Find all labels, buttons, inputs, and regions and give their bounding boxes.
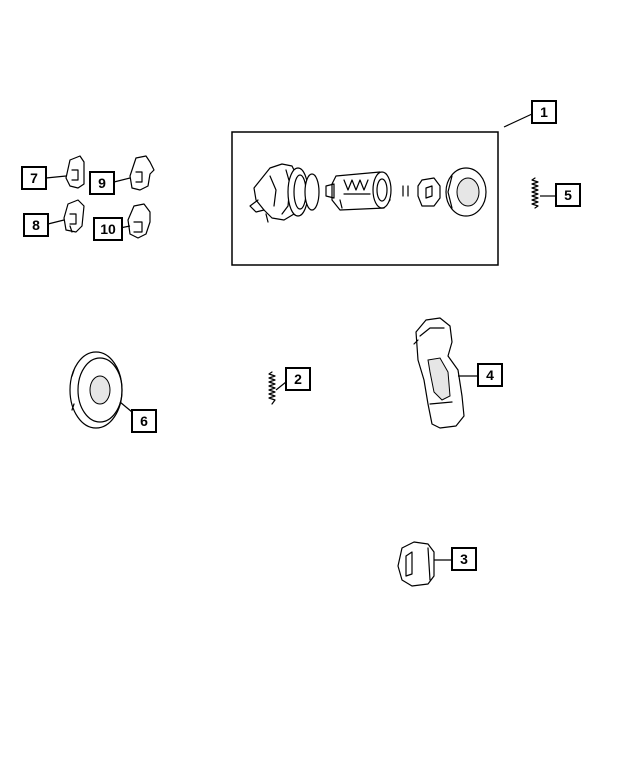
- tumbler-springs: [402, 185, 409, 197]
- callout-9-leader: [113, 177, 131, 183]
- callout-4-label: 4: [486, 367, 494, 383]
- callout-3-box: [451, 547, 477, 571]
- callout-1-label: 1: [540, 104, 548, 120]
- spring-part-2: 2: [268, 367, 311, 405]
- cylinder-cap: [417, 177, 441, 207]
- callout-5-label: 5: [564, 187, 572, 203]
- callout-1-leader: [503, 113, 533, 128]
- callout-1-box: [531, 100, 557, 124]
- callout-2-label: 2: [294, 371, 302, 387]
- tumbler-part-8: 8: [23, 199, 85, 237]
- callout-10-label: 10: [100, 221, 116, 237]
- bezel-part-6: 6: [69, 351, 157, 433]
- ignition-housing: [249, 163, 320, 223]
- lock-cylinder-assembly: 1: [231, 100, 557, 266]
- callout-8-box: [23, 213, 49, 237]
- tumbler-part-7: 7: [21, 155, 85, 190]
- spring-part-5: 5: [531, 177, 581, 209]
- shroud-part-4: 4: [413, 317, 503, 429]
- callout-8-leader: [47, 219, 65, 225]
- callout-2-box: [285, 367, 311, 391]
- tumbler-part-9: 9: [89, 155, 155, 195]
- callout-8-label: 8: [32, 217, 40, 233]
- callout-9-label: 9: [98, 175, 106, 191]
- callout-7-leader: [45, 175, 67, 179]
- callout-9-box: [89, 171, 115, 195]
- callout-6-leader: [119, 401, 133, 413]
- callout-6-box: [131, 409, 157, 433]
- callout-5-box: [555, 183, 581, 207]
- callout-4-box: [477, 363, 503, 387]
- callout-10-box: [93, 217, 123, 241]
- callout-7-box: [21, 166, 47, 190]
- callout-6-label: 6: [140, 413, 148, 429]
- bezel-ring: [445, 167, 487, 217]
- callout-2-leader: [275, 381, 287, 391]
- cap-part-3: 3: [397, 541, 477, 587]
- callout-7-label: 7: [30, 170, 38, 186]
- callout-3-label: 3: [460, 551, 468, 567]
- lock-cylinder: [325, 171, 392, 211]
- tumbler-part-10: 10: [93, 203, 151, 241]
